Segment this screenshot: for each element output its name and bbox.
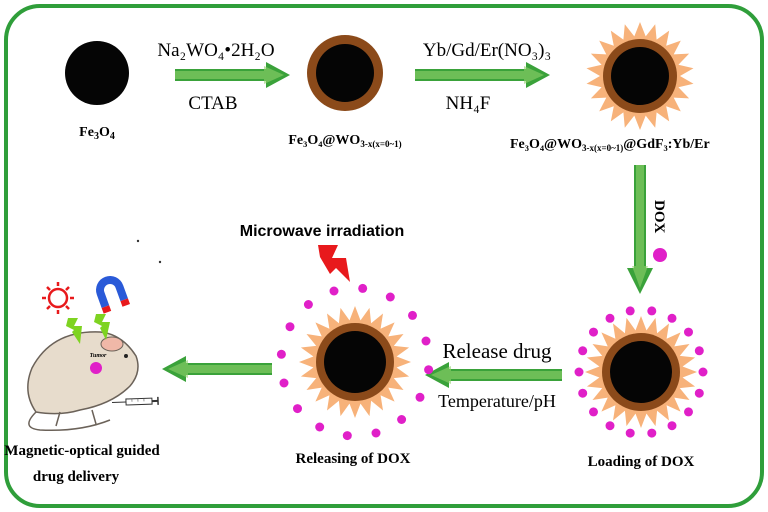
dox-molecule-dot [276, 349, 286, 359]
dox-molecule-dot [574, 367, 584, 377]
dox-molecule-dot [605, 313, 615, 323]
dox-molecule-dot [385, 292, 395, 302]
releasing-label: Releasing of DOX [296, 451, 411, 467]
dox-molecule-dot [605, 421, 615, 431]
dox-molecule-dot [647, 428, 657, 438]
arrow-2-fluoride: NH₄F [446, 93, 491, 114]
arrow-step-2 [415, 62, 550, 88]
wo3-label: Fe₃O₄@WO3-x(x=0~1) [288, 133, 401, 149]
decorative-dot [136, 239, 140, 243]
dox-label: DOX [651, 200, 667, 234]
temperature-ph-label: Temperature/pH [438, 391, 556, 411]
syringe-icon [111, 396, 159, 406]
decorative-dot [158, 260, 162, 264]
mouse-icon [27, 331, 139, 432]
dox-molecule-dot [358, 283, 368, 293]
dox-molecule-dot [684, 327, 693, 337]
fe3o4-core-particle [65, 41, 129, 105]
loading-label: Loading of DOX [588, 454, 695, 470]
dox-molecule-dot [667, 313, 677, 323]
dox-molecule-dot [578, 388, 588, 398]
dox-molecule-dot [415, 392, 425, 402]
dox-molecule-dot [694, 388, 704, 398]
arrow-step-3 [627, 165, 653, 294]
gdf3-particle [586, 22, 694, 130]
wo3-core [316, 44, 374, 102]
sun-icon [42, 282, 74, 314]
dox-molecule-dot [421, 336, 431, 346]
arrow-1-reagent: Na₂WO₄•2H₂O [157, 40, 274, 61]
arrow-2-reagent: Yb/Gd/Er(NO₃)₃ [423, 40, 551, 61]
lightning-bolt-icon [318, 245, 350, 282]
tumor-label: Tumor [90, 353, 107, 359]
gdf3-label: Fe₃O₄@WO3-x(x=0~1)@GdF₃:Yb/Er [510, 137, 710, 153]
dox-molecule-dot [667, 421, 677, 431]
dox-molecule-dot [684, 407, 693, 417]
delivery-label-line1: Magnetic-optical guided [4, 443, 160, 459]
magnet-icon [96, 276, 130, 314]
dox-molecule-dot [285, 322, 295, 332]
arrow-step-5 [162, 356, 272, 382]
arrow-step-1 [175, 62, 290, 88]
dox-molecule-dot [589, 407, 598, 417]
dox-molecule-icon [653, 248, 667, 262]
dox-molecule-dot [303, 300, 313, 309]
dox-molecule-dot [625, 428, 635, 438]
green-bolt-icon [66, 318, 82, 344]
dox-molecule-dot [293, 404, 302, 414]
diagram-frame [4, 4, 764, 508]
dox-molecule-dot [578, 346, 588, 356]
dox-molecule-dot [625, 306, 635, 316]
arrow-1-surfactant: CTAB [188, 93, 237, 114]
dox-molecule-dot [408, 310, 417, 320]
dox-molecule-dot [342, 431, 352, 441]
dox-molecule-dot [589, 327, 598, 337]
dox-molecule-dot [698, 367, 708, 377]
dox-molecule-dot [315, 422, 325, 432]
dox-molecule-dot [371, 428, 381, 438]
dox-molecule-dot [694, 346, 704, 356]
dox-molecule-dot [647, 306, 657, 316]
release-drug-label: Release drug [442, 339, 552, 363]
fe3o4-label: Fe3O4 [79, 125, 115, 142]
microwave-label: Microwave irradiation [240, 223, 405, 240]
dox-molecule-dot [397, 415, 407, 424]
dox-molecule-dot [424, 365, 434, 375]
releasing-particle [276, 283, 434, 441]
dox-molecule-dot [279, 378, 289, 388]
dox-molecule-dot [329, 286, 339, 296]
loaded-particle [574, 306, 708, 438]
arrow-step-4 [425, 362, 562, 388]
delivery-label-line2: drug delivery [33, 469, 120, 485]
green-bolt-icon [94, 314, 110, 340]
